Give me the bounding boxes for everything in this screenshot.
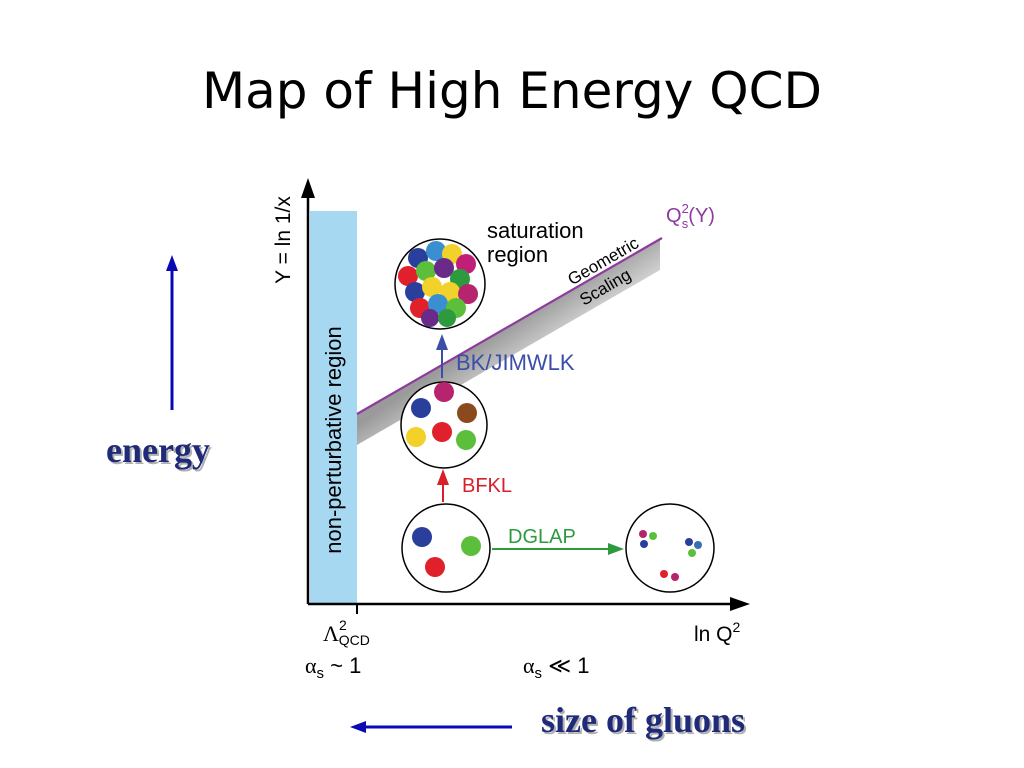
non-perturbative-band xyxy=(310,211,357,604)
bk-jimwlk-label: BK/JIMWLK xyxy=(456,350,575,375)
saturation-region-label-2: region xyxy=(487,242,548,267)
saturated-gluon-disk-icon xyxy=(394,238,486,330)
alpha-s-weak-label: αs ≪ 1 xyxy=(523,653,590,682)
small-gluon-disk-icon xyxy=(625,503,715,593)
dglap-label: DGLAP xyxy=(508,526,576,548)
saturation-line xyxy=(356,237,663,415)
size-arrowhead-icon xyxy=(350,721,366,733)
dglap-arrowhead-icon xyxy=(608,543,624,555)
energy-label-shadow: energy xyxy=(108,432,212,472)
energy-arrowhead-icon xyxy=(166,255,178,271)
x-axis-label: ln Q2 xyxy=(694,619,741,646)
bk-jimwlk-arrowhead-icon xyxy=(436,334,448,350)
size-of-gluons-label-shadow: size of gluons xyxy=(543,702,747,742)
bfkl-label: BFKL xyxy=(462,475,512,497)
alpha-s-strong-label: αs ~ 1 xyxy=(305,653,361,682)
saturation-region-label-1: saturation xyxy=(487,218,584,243)
y-axis-arrow-icon xyxy=(301,178,315,198)
y-axis-label: Y = ln 1/x xyxy=(272,196,295,284)
non-perturbative-label: non-perturbative region xyxy=(321,326,346,553)
slide-title: Map of High Energy QCD xyxy=(201,62,823,120)
energy-label: energy xyxy=(106,430,210,470)
bfkl-arrowhead-icon xyxy=(437,469,449,485)
sparse-gluon-disk-icon xyxy=(401,503,491,593)
size-of-gluons-label: size of gluons xyxy=(541,700,745,740)
medium-gluon-disk-icon xyxy=(400,381,488,469)
x-axis-arrow-icon xyxy=(730,597,750,611)
